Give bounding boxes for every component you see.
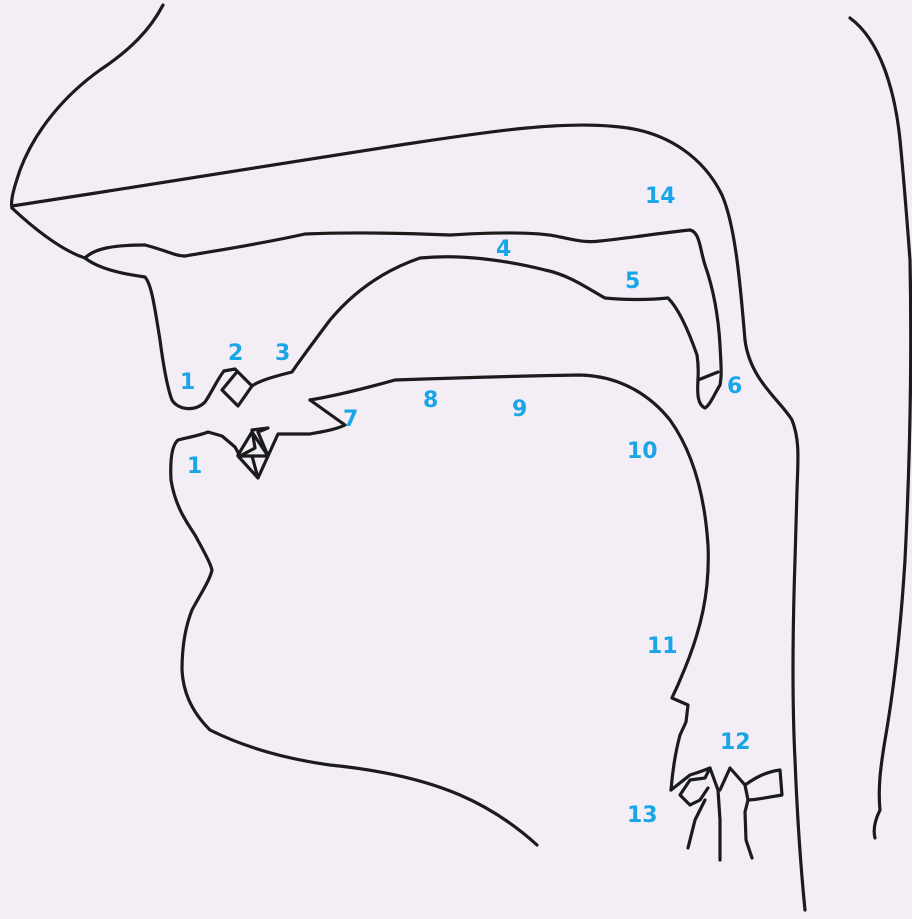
label-4: 4 xyxy=(496,237,511,262)
nose-underside xyxy=(12,208,85,258)
uvula xyxy=(698,372,718,380)
label-2: 2 xyxy=(228,341,243,366)
label-14: 14 xyxy=(645,184,676,209)
label-3: 3 xyxy=(275,341,290,366)
nasal-cavity-roof xyxy=(12,125,805,910)
upper-lip xyxy=(85,258,224,409)
label-10: 10 xyxy=(627,439,658,464)
label-1-upper: 1 xyxy=(180,370,195,395)
place-labels: 1 2 3 4 5 6 7 8 9 10 11 12 13 14 1 xyxy=(180,184,751,828)
tongue xyxy=(171,400,537,845)
upper-teeth xyxy=(222,369,252,406)
label-9: 9 xyxy=(512,397,527,422)
tongue-dorsum xyxy=(310,375,708,790)
label-6: 6 xyxy=(727,374,742,399)
label-8: 8 xyxy=(423,388,438,413)
label-1-lower: 1 xyxy=(187,454,202,479)
label-13: 13 xyxy=(627,803,658,828)
label-11: 11 xyxy=(647,634,678,659)
vocal-folds xyxy=(688,768,720,860)
nose-outline xyxy=(12,5,163,208)
label-12: 12 xyxy=(720,730,751,755)
label-7: 7 xyxy=(343,407,358,432)
back-of-neck xyxy=(850,18,911,838)
label-5: 5 xyxy=(625,269,640,294)
arytenoid xyxy=(720,768,782,858)
